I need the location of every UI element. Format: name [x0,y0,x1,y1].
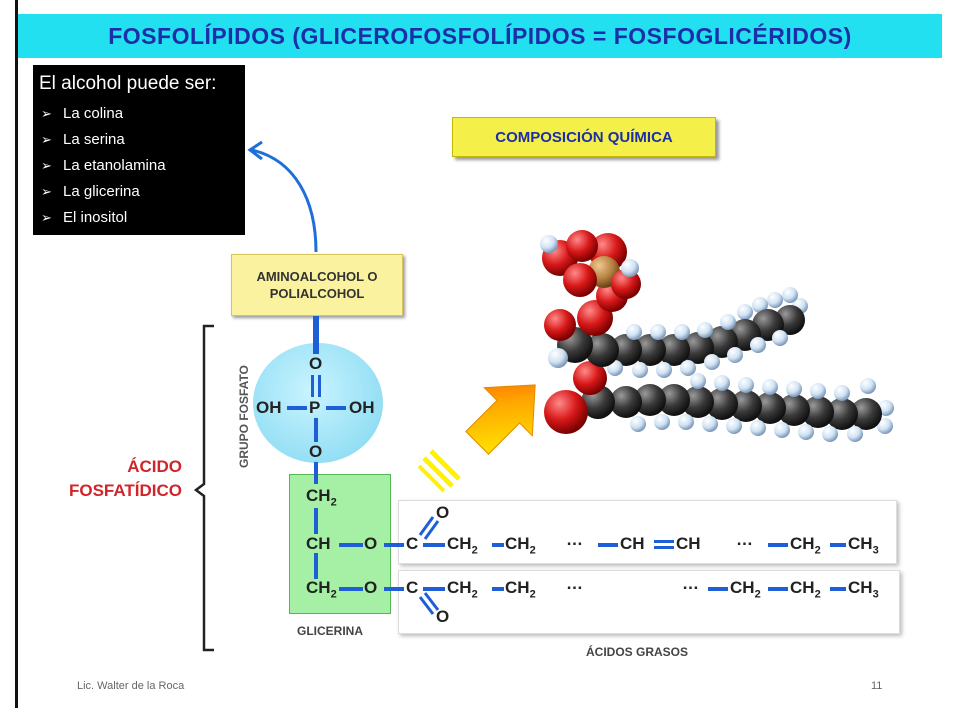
chain1-ester-oxygen: O [364,534,378,553]
chain2-ch2-d: CH2 [790,578,821,601]
arrowhead-bullet-icon: ➢ [41,132,52,147]
chain2-carbonyl-carbon: C [406,578,419,597]
aminoalcohol-line1: AMINOALCOHOL O [256,269,378,284]
alcohol-list-box: El alcohol puede ser: ➢La colina ➢La ser… [33,65,245,235]
chain2-ester-oxygen: O [364,578,378,597]
glicerina-label: GLICERINA [297,624,363,638]
chain1-carbonyl-carbon: C [406,534,419,553]
chain1-ch3: CH3 [848,534,879,557]
alcohol-list: ➢La colina ➢La serina ➢La etanolamina ➢L… [41,103,166,233]
chain2-ch3: CH3 [848,578,879,601]
phosphate-top-oxygen: O [309,354,323,373]
acidos-grasos-label: ÁCIDOS GRASOS [586,645,689,659]
phosphate-phosphorus: P [309,398,321,417]
list-item: ➢La colina [41,103,166,129]
list-item: ➢La glicerina [41,181,166,207]
arrowhead-bullet-icon: ➢ [41,158,52,173]
curved-arrow-to-alcohol-list [251,148,318,253]
glycerol-carbon-1: CH2 [306,486,337,509]
bond-amino-to-phosphate [313,316,319,354]
chain2-ch2-c: CH2 [730,578,761,601]
list-item: ➢La serina [41,129,166,155]
chain1-ch2-b: CH2 [505,534,536,557]
alcohol-list-heading: El alcohol puede ser: [39,73,217,94]
fatty-acid-chain-2-box [398,570,900,634]
fatty-acid-chain-1-box [398,500,897,564]
chain1-ellipsis-1: … [566,530,583,549]
phosphate-right-hydroxyl: OH [349,398,375,417]
chain1-ch2-a: CH2 [447,534,478,557]
big-arrow-to-model [465,384,536,455]
composicion-quimica-label: COMPOSICIÓN QUÍMICA [495,128,673,146]
chain2-ellipsis-2: … [682,574,699,593]
chain2-ellipsis-1: … [566,574,583,593]
phosphate-left-hydroxyl: OH [256,398,282,417]
list-item: ➢La etanolamina [41,155,166,181]
glycerol-carbon-3: CH2 [306,578,337,601]
grupo-fosfato-label: GRUPO FOSFATO [237,365,251,468]
phosphate-group-circle [253,343,383,463]
aminoalcohol-line2: POLIALCOHOL [269,286,365,301]
left-border-rule [15,0,18,708]
chain2-carbonyl-oxygen: O [436,607,450,626]
chain1-ch-double-a: CH [620,534,645,553]
list-item: ➢El inositol [41,207,166,233]
chain1-ch2-c: CH2 [790,534,821,557]
page-title: FOSFOLÍPIDOS (GLICEROFOSFOLÍPIDOS = FOSF… [108,22,852,49]
arrowhead-bullet-icon: ➢ [41,106,52,121]
footer-page-number: 11 [871,680,883,692]
chain1-ch-double-b: CH [676,534,701,553]
phosphate-bottom-oxygen: O [309,442,323,461]
chain1-ellipsis-2: … [736,530,753,549]
chain1-carbonyl-oxygen: O [436,503,450,522]
chain2-ch2-b: CH2 [505,578,536,601]
aminoalcohol-box: AMINOALCOHOL O POLIALCOHOL [231,254,403,316]
arrowhead-bullet-icon: ➢ [41,210,52,225]
footer-author: Lic. Walter de la Roca [77,680,185,692]
chain2-ch2-a: CH2 [447,578,478,601]
acido-fosfatidico-bracket [193,324,214,652]
glycerol-carbon-2: CH [306,534,331,553]
curved-arrow-head [247,140,263,161]
acido-fosfatidico-label: ÁCIDO FOSFATÍDICO [68,457,182,500]
title-bar: FOSFOLÍPIDOS (GLICEROFOSFOLÍPIDOS = FOSF… [18,14,942,58]
space-filling-molecule-model [540,230,894,442]
arrowhead-bullet-icon: ➢ [41,184,52,199]
composicion-quimica-label-box: COMPOSICIÓN QUÍMICA [452,117,716,157]
